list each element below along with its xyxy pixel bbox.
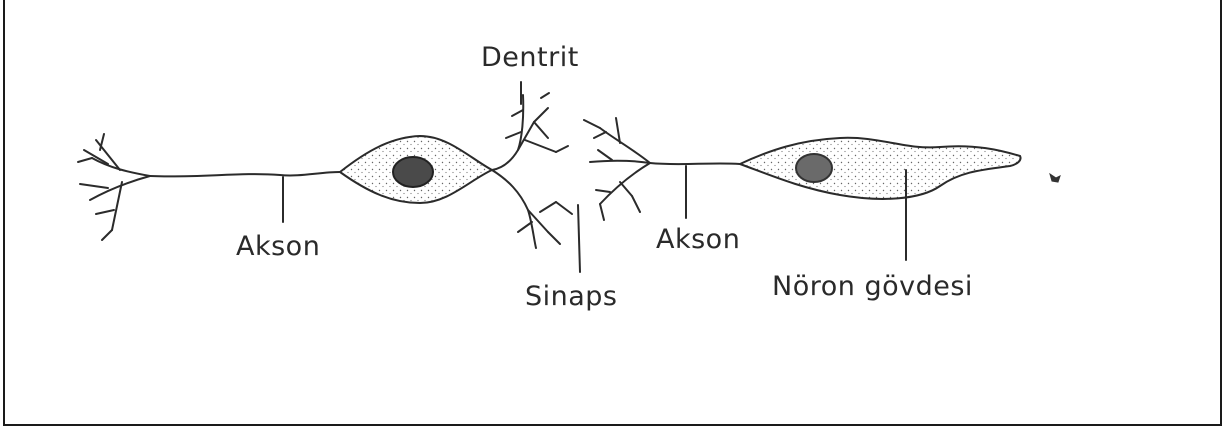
right-cell-body (740, 138, 1021, 199)
left-nucleus (393, 157, 433, 187)
leader-line-synapse (578, 205, 580, 272)
right-neuron-dendrites (584, 118, 650, 220)
label-neuron-body: Nöron gövdesi (772, 273, 973, 300)
right-axon (650, 163, 740, 164)
label-synapse: Sinaps (525, 283, 618, 310)
left-axon (150, 172, 340, 176)
synapse-dendrite-branches (492, 93, 572, 248)
label-dendrite: Dentrit (481, 44, 579, 71)
ink-fleck (1050, 174, 1060, 182)
label-axon-left: Akson (236, 233, 320, 260)
label-axon-right: Akson (656, 226, 740, 253)
right-nucleus (796, 154, 832, 182)
left-neuron-terminal-branches (78, 134, 150, 240)
